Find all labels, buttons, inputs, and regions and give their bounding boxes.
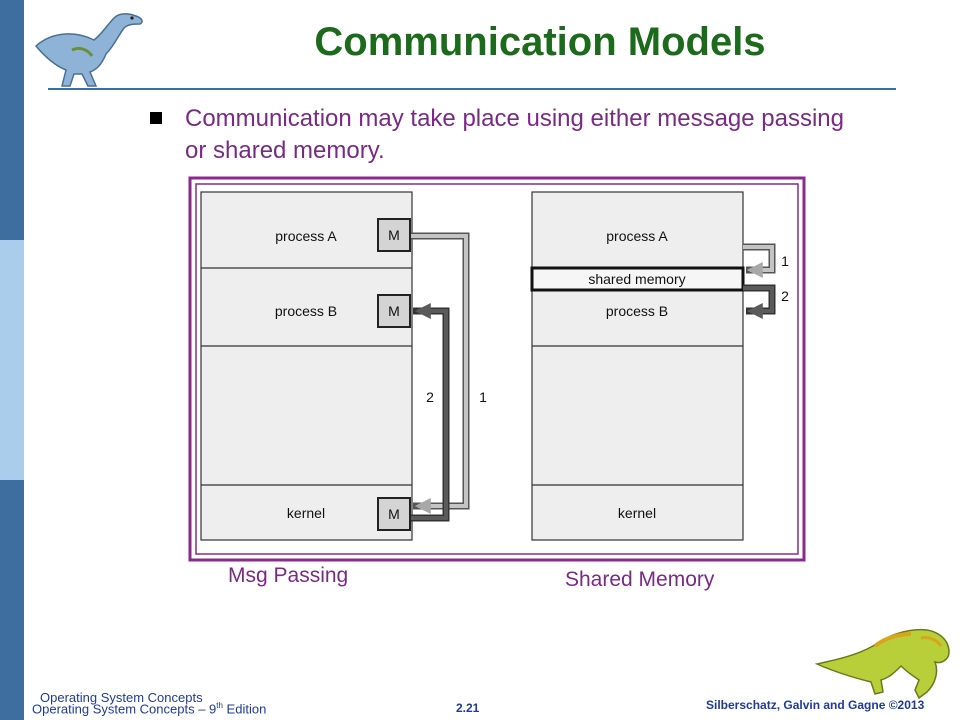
mailbox-process-b <box>377 294 411 328</box>
mailbox-process-a-label: M <box>388 227 400 243</box>
msg-passing-memory-column <box>200 191 413 541</box>
msg-kernel-label: kernel <box>287 505 325 521</box>
mailbox-process-a <box>377 218 411 252</box>
msg-arrow-2 <box>411 303 448 520</box>
mailbox-process-b-label: M <box>388 303 400 319</box>
left-sidebar-accent <box>0 240 24 480</box>
dinosaur-footer-icon <box>815 628 950 700</box>
msg-step-2-label: 2 <box>426 389 434 405</box>
msg-arrow-1 <box>411 234 468 514</box>
diagram-frame-inner <box>195 183 799 555</box>
mailbox-kernel <box>377 497 411 531</box>
shared-memory-column <box>531 191 744 541</box>
footer-edition-suffix: Edition <box>222 701 267 717</box>
shared-step-2-label: 2 <box>781 288 789 304</box>
shared-memory-caption: Shared Memory <box>565 568 715 591</box>
shared-process-a-label: process A <box>606 228 668 244</box>
mailbox-kernel-label: M <box>388 506 400 522</box>
footer-course: Operating System Concepts <box>40 690 203 705</box>
footer-page-number: 2.21 <box>456 701 480 715</box>
shared-step-1-label: 1 <box>781 253 789 269</box>
shared-memory-region <box>530 266 745 292</box>
slide-title: Communication Models <box>314 20 766 64</box>
msg-process-a-label: process A <box>275 228 337 244</box>
title-divider <box>48 88 896 90</box>
footer-book: Operating System Concepts – 9th Edition <box>32 701 266 716</box>
footer-edition-sup: th <box>216 701 223 710</box>
dinosaur-logo-icon <box>34 13 143 87</box>
shared-arrow-1 <box>743 245 774 278</box>
msg-passing-caption: Msg Passing <box>228 564 348 587</box>
shared-arrow-2 <box>743 286 774 319</box>
msg-step-1-label: 1 <box>479 389 487 405</box>
footer-book-title: Operating System Concepts – 9 <box>32 701 217 717</box>
msg-process-b-label: process B <box>275 303 337 319</box>
shared-memory-region-label: shared memory <box>588 271 685 287</box>
bullet-marker <box>150 112 162 124</box>
shared-kernel-label: kernel <box>618 505 656 521</box>
footer-authors: Silberschatz, Galvin and Gagne ©2013 <box>706 698 925 712</box>
bullet-text: Communication may take place using eithe… <box>185 105 845 164</box>
shared-process-b-label: process B <box>606 303 668 319</box>
